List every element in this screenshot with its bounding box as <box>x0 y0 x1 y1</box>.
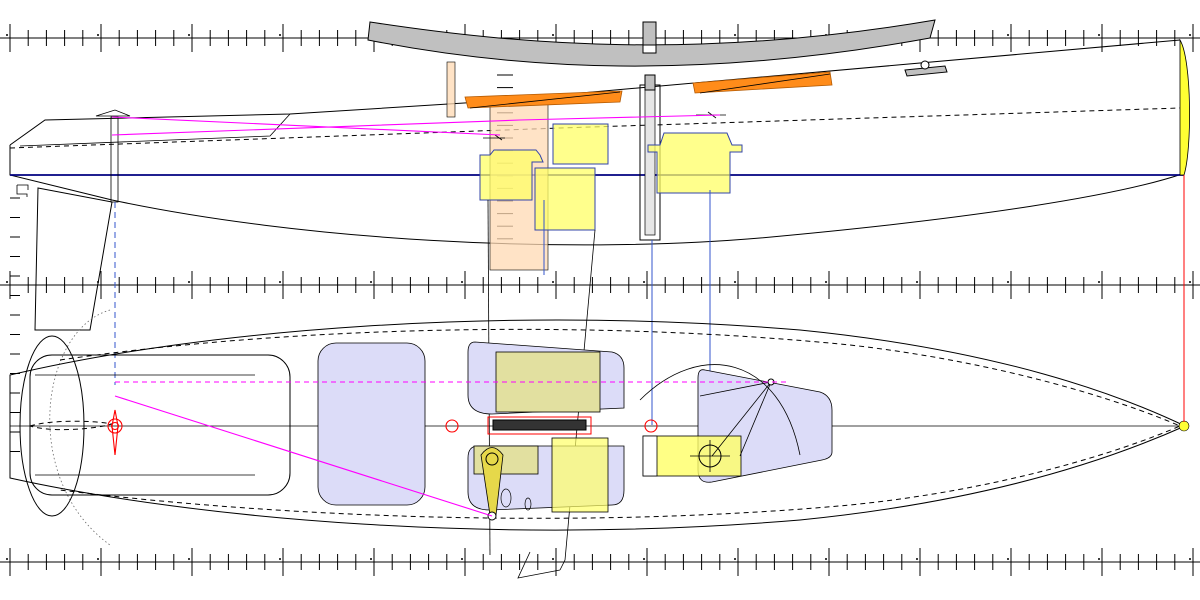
mast-step <box>644 74 656 91</box>
ruler-tick-dot <box>461 281 463 283</box>
ruler-tick-dot <box>188 558 190 560</box>
ruler-bottom <box>0 548 1200 576</box>
ruler-tick-dot <box>188 281 190 283</box>
ruler-tick-dot <box>188 34 190 36</box>
arm-pivot-icon <box>485 452 499 466</box>
ruler-tick-dot <box>370 281 372 283</box>
ruler-tick-dot <box>1189 281 1191 283</box>
propeller-left-blade-line <box>469 91 621 109</box>
bow-point <box>1178 420 1190 432</box>
ruler-tick-dot <box>643 281 645 283</box>
cabin-line <box>19 113 291 147</box>
bow-bumper <box>1179 38 1190 176</box>
cockpit-outline <box>29 354 291 496</box>
battery-bay-aft <box>317 342 426 506</box>
frame-post <box>446 61 456 118</box>
ruler-tick-dot <box>734 281 736 283</box>
tiller-dashed <box>29 420 113 431</box>
ruler-tick-dot <box>1098 281 1100 283</box>
grommet-2 <box>524 497 532 511</box>
control-line-side-a <box>111 116 501 136</box>
rudder-blade-plan <box>111 409 119 456</box>
ruler-tick-dot <box>1007 558 1009 560</box>
receiver-block-side <box>552 123 609 165</box>
ruler-tick-dot <box>825 281 827 283</box>
ruler-tick-dot <box>1189 34 1191 36</box>
ruler-tick-dot <box>1189 558 1191 560</box>
rudder-post <box>110 116 119 203</box>
propeller-left <box>464 90 623 109</box>
winch-servo-mount <box>642 435 658 477</box>
stern-bracket-icon <box>16 184 29 197</box>
keel-slot-outline <box>487 416 592 435</box>
ruler-tick-dot <box>1098 34 1100 36</box>
keel-fin-trailing <box>559 229 596 571</box>
ruler-tick-dot <box>643 558 645 560</box>
boom <box>367 19 936 67</box>
servo-left-side <box>479 149 544 201</box>
keel-bulb-tip <box>517 551 561 579</box>
ruler-tick-dot <box>825 558 827 560</box>
ruler-tick-dot <box>461 558 463 560</box>
keel-line <box>9 145 1183 246</box>
pivot-marker-aft-icon <box>445 419 459 433</box>
ruler-tick-dot <box>552 34 554 36</box>
bow-eye-icon <box>920 60 930 70</box>
sheet-lines <box>699 381 772 457</box>
ruler-tick-dot <box>1007 281 1009 283</box>
rudder-pivot-icon <box>107 418 123 434</box>
ruler-tick-dot <box>279 34 281 36</box>
ruler-tick-dot <box>6 281 8 283</box>
ruler-tick-dot <box>279 558 281 560</box>
pivot-marker-mast-icon <box>644 419 658 433</box>
ruler-tick-dot <box>6 558 8 560</box>
side-elevation-view <box>9 19 1190 579</box>
propeller-right <box>692 71 833 94</box>
rudder-swing-arc <box>49 309 111 546</box>
keel-slot <box>492 419 587 431</box>
servo-right-side <box>647 132 743 194</box>
mast-head-cap <box>642 44 657 54</box>
ruler-tick-dot <box>370 558 372 560</box>
ruler-tick-dot <box>1007 34 1009 36</box>
ruler-tick-dot <box>6 34 8 36</box>
ruler-tick-dot <box>916 281 918 283</box>
grommet-1 <box>500 488 512 508</box>
ruler-tick-dot <box>97 34 99 36</box>
ruler-tick-dot <box>734 34 736 36</box>
ruler-tick-dot <box>734 558 736 560</box>
sheet-swing-arc <box>639 364 801 456</box>
ruler-tick-dot <box>279 281 281 283</box>
battery-plan <box>551 437 609 513</box>
control-line-plan-lower <box>114 395 493 517</box>
battery-block-side <box>534 167 596 231</box>
propeller-right-blade-line <box>699 73 831 94</box>
mast-tube-inner <box>644 89 656 236</box>
ruler-tick-dot <box>97 558 99 560</box>
ruler-tick-dot <box>1098 558 1100 560</box>
rudder-head <box>95 109 131 117</box>
ruler-tick-dot <box>552 281 554 283</box>
control-line-side-b <box>111 114 721 136</box>
bow-fitting <box>904 65 948 77</box>
deck-edge-plan <box>59 328 1182 519</box>
rudder-blade-side <box>34 187 113 331</box>
ruler-tick-dot <box>552 558 554 560</box>
plan-view <box>9 175 1190 546</box>
ruler-tick-dot <box>916 558 918 560</box>
rudder-servo-arm <box>480 447 504 516</box>
hook-marker-center <box>483 134 505 141</box>
